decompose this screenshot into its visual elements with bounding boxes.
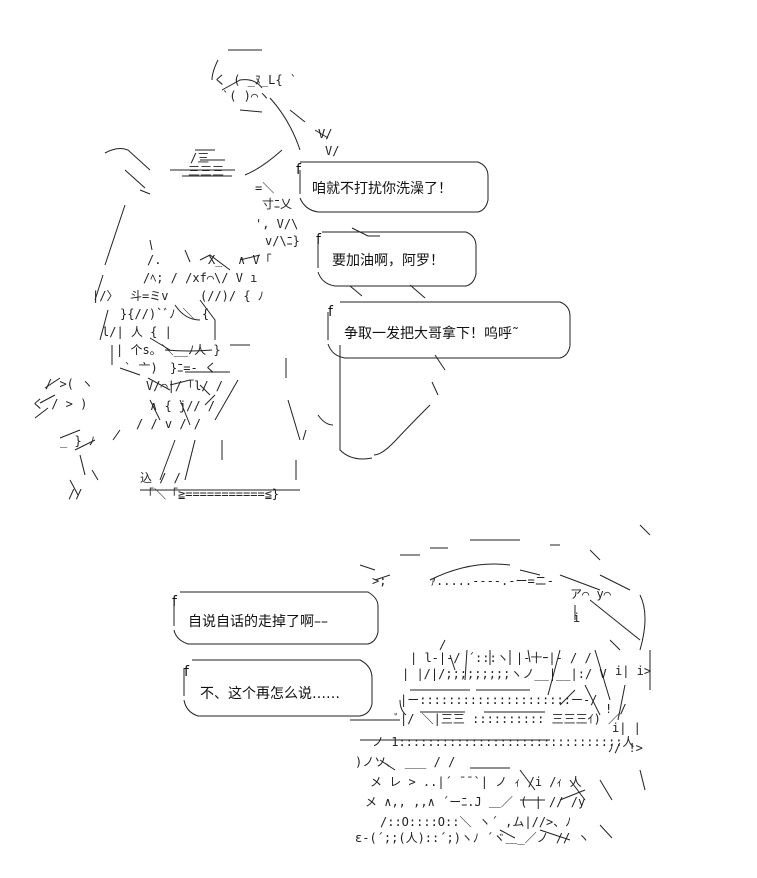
svg-text:/ﾍ; / /xf⌒\/ V ı: /ﾍ; / /xf⌒\/ V ı xyxy=(143,271,257,285)
svg-text:l/| 人 { |: l/| 人 { | xyxy=(102,325,172,339)
svg-text:` 亠): ` 亠) xyxy=(124,361,158,375)
svg-text:! /: ! / xyxy=(605,702,627,716)
bubble-1-outline xyxy=(299,161,489,213)
svg-text:`( )⌒ヽ: `( )⌒ヽ xyxy=(222,89,270,103)
svg-text:/::O::::O::＼ ヽ´ ,ム|//>、ﾉ: /::O::::O::＼ ヽ´ ,ム|//>、ﾉ xyxy=(380,815,571,829)
top-character-lines xyxy=(34,49,446,496)
svg-text:>;: >; xyxy=(372,574,386,588)
bubble-2-text: 要加油啊，阿罗！ xyxy=(332,253,444,269)
svg-text:v/\ﾆ}: v/\ﾆ} xyxy=(265,234,300,248)
svg-text:寸ﾆ乂: 寸ﾆ乂 xyxy=(262,197,292,211)
svg-text:i: i xyxy=(573,611,580,625)
svg-text:}{//)`ﾞﾉ ＼ {: }{//)`ﾞﾉ ＼ { xyxy=(120,307,209,321)
svg-text:/.: /. xyxy=(147,253,161,267)
svg-text:込 / /: 込 / / xyxy=(140,471,181,485)
svg-text:V/: V/ xyxy=(318,127,332,141)
svg-text:}ﾆ=- く: }ﾆ=- く xyxy=(170,361,217,375)
bubble-4-speaker: f xyxy=(172,594,177,610)
bubble-5-text: 不、这个再怎么说…… xyxy=(200,686,340,702)
svg-text:/ >( ヽ: / >( ヽ xyxy=(45,377,93,391)
svg-text:メ ∧,, ,,∧ ´ーﾆ.J ＿／ ( | //: メ ∧,, ,,∧ ´ーﾆ.J ＿／ ( | // /y xyxy=(365,795,585,809)
svg-text:ﾞ|/ ＼|三三 :::::::::: 三三三ｲ) ／: ﾞ|/ ＼|三三 :::::::::: 三三三ｲ) ／ xyxy=(394,712,620,726)
speech-bubble-outlines xyxy=(173,161,571,717)
bubble-4-outline xyxy=(173,591,379,645)
svg-text:メ レ > ..|´ ¯¯`| ノ ｨ /i /ｨ 人: メ レ > ..|´ ¯¯`| ノ ｨ /i /ｨ 人 xyxy=(370,775,582,789)
svg-text:| 个s。＼__ﾉ人 }: | 个s。＼__ﾉ人 } xyxy=(116,343,221,357)
svg-text:V/: V/ xyxy=(325,144,339,158)
bath-edge-text: 「＼「≧===========≦} xyxy=(142,487,279,501)
bubble-1-text: 咱就不打扰你洗澡了！ xyxy=(312,181,452,197)
bubble-5-outline xyxy=(183,659,373,717)
svg-text:/ / v / /: / / v / / xyxy=(136,417,201,431)
ascii-glyph-fragments: く ( _ﾇ_L{ ` `( )⌒ヽ V/ V/ /三 三三三 =＼ 寸ﾆ乂 '… xyxy=(32,73,651,845)
svg-text:∧ { j// /: ∧ { j// / xyxy=(150,399,215,413)
svg-text:| l-|-/ ´:::ヽ |-十ｰ|- / /: | l-|-/ ´:::ヽ |-十ｰ|- / / xyxy=(410,651,592,665)
svg-text:∧ V「: ∧ V「 xyxy=(238,253,272,267)
bubble-3-speaker: f xyxy=(328,304,333,320)
svg-text:(//)/ { ﾉ: (//)/ { ﾉ xyxy=(200,289,264,303)
bubble-4-text: 自说自话的走掉了啊–– xyxy=(188,614,328,630)
bubble-1-speaker: f xyxy=(296,162,301,178)
svg-text:=＼: =＼ xyxy=(255,181,274,195)
hair-sign-text: 斗=ミv xyxy=(130,289,168,303)
svg-text:く ( _ﾇ_L{ `: く ( _ﾇ_L{ ` xyxy=(214,73,297,87)
svg-text:ﾉ/ !>: ﾉ/ !> xyxy=(608,741,643,755)
svg-text:ε-(´;;(人)::´;)ヽﾉ ´ヾ＿_／ノ // ヽ: ε-(´;;(人)::´;)ヽﾉ ´ヾ＿_／ノ // ヽ xyxy=(355,831,590,845)
bubble-3-text: 争取一发把大哥拿下！呜呼˜ xyxy=(344,326,519,342)
bubble-2-outline xyxy=(317,231,477,287)
bubble-2-speaker: f xyxy=(316,232,321,248)
svg-text:)ノソ、 ___ / /: )ノソ、 ___ / / xyxy=(355,755,455,769)
svg-text:三三三: 三三三 xyxy=(188,164,224,178)
svg-text:X_: X_ xyxy=(208,253,223,267)
svg-text:i| i>: i| i> xyxy=(615,664,651,678)
svg-text:_ } ﾉ: _ } ﾉ xyxy=(60,434,95,448)
svg-text:| |/|/;;;;;;;;;ヽノ__|__|:/ V: | |/|/;;;;;;;;;ヽノ__|__|:/ V xyxy=(402,667,607,681)
bubble-3-outline xyxy=(327,301,571,359)
bottom-character-lines xyxy=(350,524,651,841)
svg-text:V/⌒|/「l/ /: V/⌒|/「l/ / xyxy=(146,379,223,393)
svg-text:i| |: i| | xyxy=(612,721,641,735)
svg-text:く / > ): く / > ) xyxy=(32,397,87,411)
svg-text:ｧ.....----.-ー=ニ-: ｧ.....----.-ー=ニ- xyxy=(430,574,554,588)
svg-text:', V/\: ', V/\ xyxy=(255,217,298,231)
svg-text://: // xyxy=(68,487,82,501)
svg-text:|ー:::::::::::::::::::::ー‐/: |ー:::::::::::::::::::::ー‐/ xyxy=(400,693,597,707)
svg-text:ノ 1:::::::::::::::::::::::::::: ノ 1:::::::::::::::::::::::::::::::人 xyxy=(372,735,634,749)
bubble-5-speaker: f xyxy=(184,664,189,680)
svg-text:|/〉: |/〉 xyxy=(92,289,118,303)
svg-text:ア⌒ y⌒: ア⌒ y⌒ xyxy=(570,587,611,601)
svg-text:/三: /三 xyxy=(190,151,209,165)
